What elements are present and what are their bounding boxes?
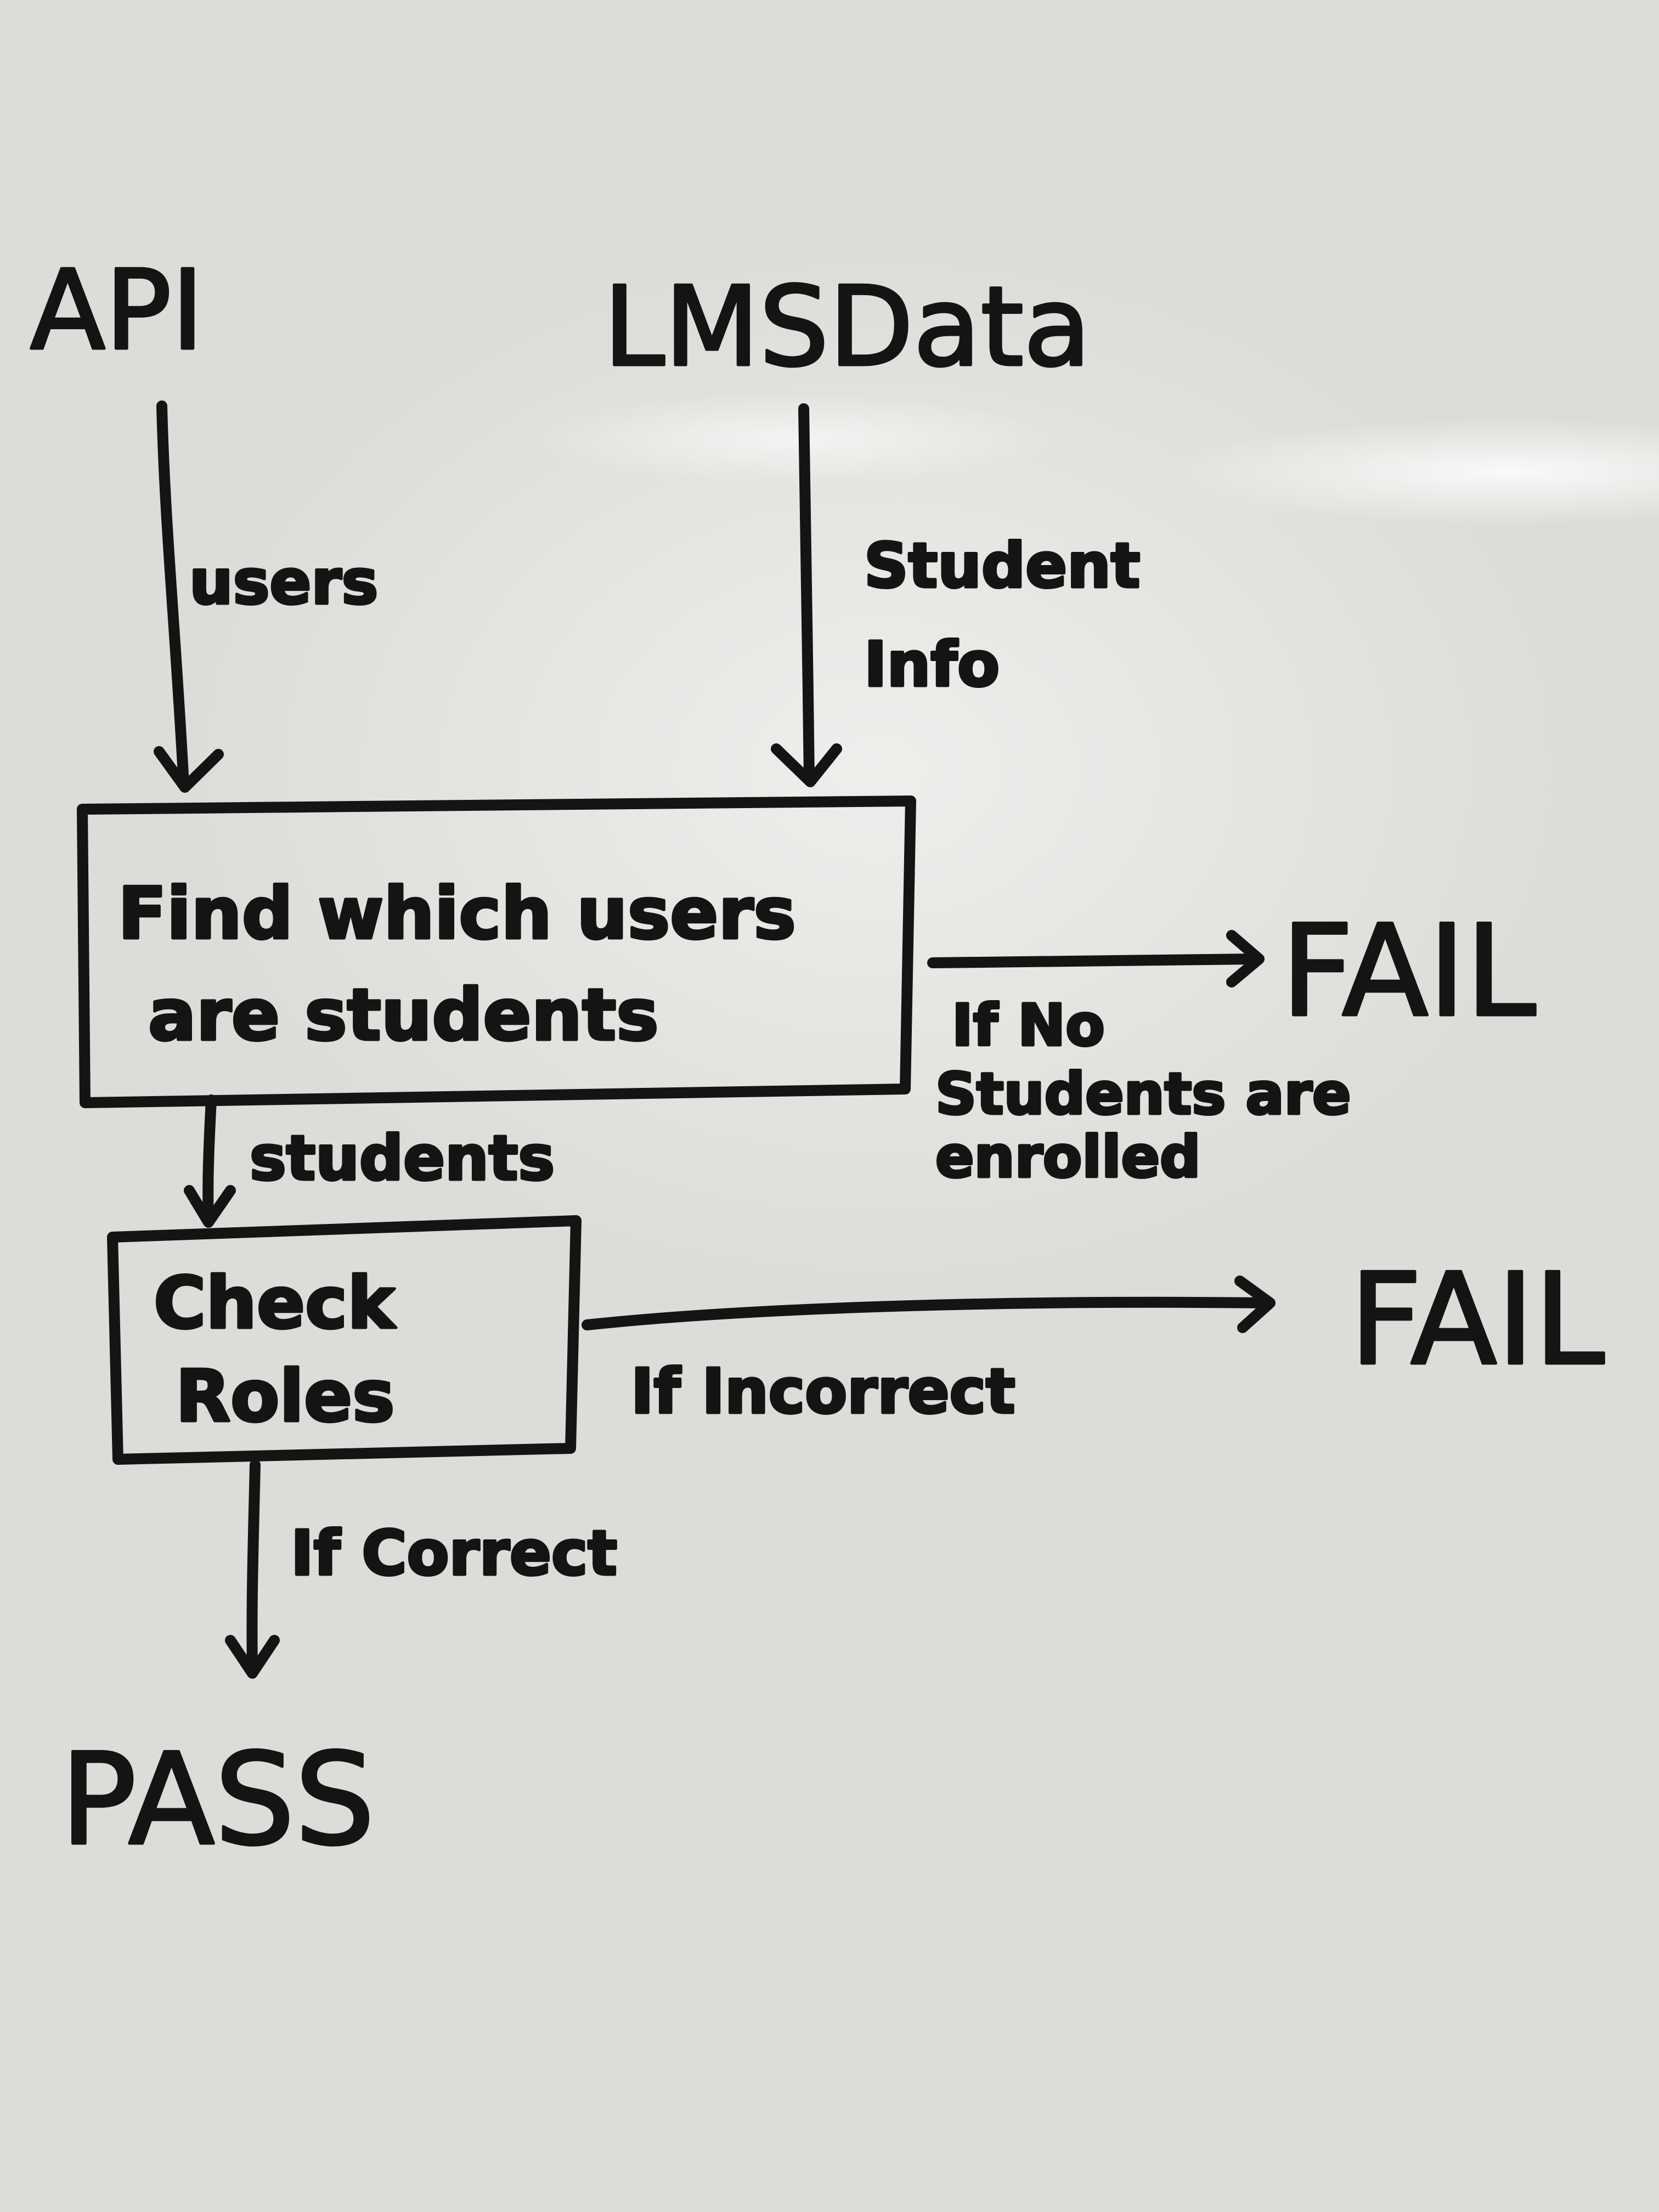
arrowhead-lmsdata-to-find: [771, 743, 842, 787]
process-find-students-line2: are students: [148, 973, 659, 1057]
api-label: API: [30, 247, 204, 375]
edge-label-student-info-line2: Info: [864, 629, 1000, 701]
arrow-check-to-fail: [582, 1296, 1273, 1330]
edge-label-if-correct: If Correct: [291, 1518, 617, 1589]
arrow-check-to-pass: [246, 1459, 261, 1676]
arrowhead-api-to-find: [154, 746, 224, 793]
edge-label-no-students-line3: enrolled: [935, 1124, 1201, 1190]
edge-label-student-info-line1: Student: [864, 531, 1140, 602]
process-box-find-students: [77, 795, 916, 1108]
fail-label-1: FAIL: [1281, 899, 1536, 1045]
process-box-check-roles: [107, 1215, 582, 1465]
arrow-api-to-find: [156, 400, 189, 790]
arrowhead-find-to-fail: [1226, 930, 1265, 988]
pass-label: PASS: [60, 1727, 375, 1874]
lmsdata-label: LMSData: [603, 263, 1091, 391]
arrow-find-to-fail: [927, 953, 1262, 968]
arrowhead-check-to-pass: [225, 1635, 280, 1679]
edge-label-no-students-line1: If No: [952, 992, 1105, 1059]
arrowhead-find-to-check: [184, 1185, 236, 1228]
arrow-find-to-check: [202, 1094, 217, 1226]
fail-label-2: FAIL: [1350, 1247, 1605, 1393]
process-check-roles-line1: Check: [154, 1261, 396, 1345]
edge-label-no-students-line2: Students are: [935, 1060, 1351, 1127]
process-find-students-line1: Find which users: [118, 872, 796, 955]
edge-label-users: users: [189, 547, 378, 618]
edge-label-students: students: [250, 1123, 555, 1194]
arrow-lmsdata-to-find: [798, 403, 815, 785]
edge-label-if-incorrect: If Incorrect: [631, 1356, 1015, 1427]
arrowhead-check-to-fail: [1234, 1276, 1276, 1333]
process-check-roles-line2: Roles: [176, 1355, 395, 1438]
